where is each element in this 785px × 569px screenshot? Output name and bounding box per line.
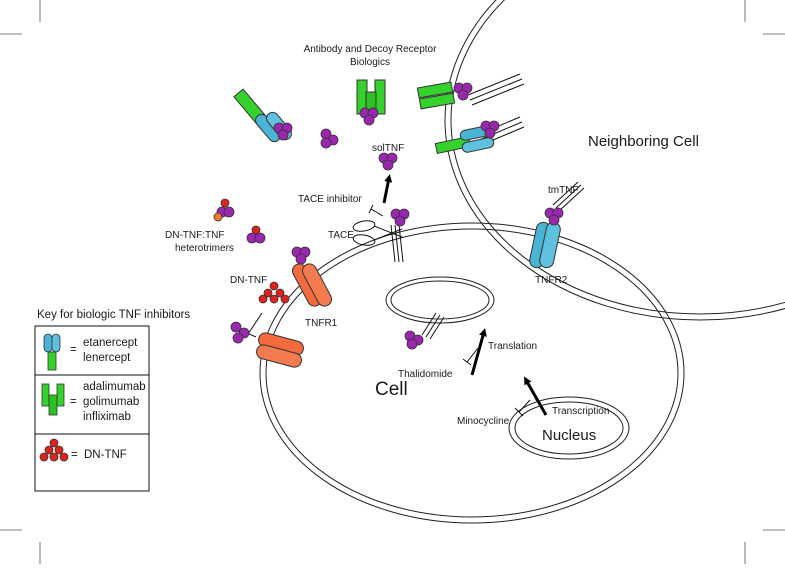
key-adalimumab: adalimumab <box>83 381 146 393</box>
key-golimumab: golimumab <box>83 396 139 408</box>
tnf-trimer-icon <box>291 246 311 265</box>
tace-label: TACE <box>328 230 354 241</box>
neighboring-cell-label: Neighboring Cell <box>588 133 699 150</box>
key-row1-eq: = <box>70 344 77 356</box>
tnf-trimer-icon <box>544 207 564 226</box>
cell-membrane <box>259 222 685 524</box>
decoy-receptor-icon <box>43 333 61 371</box>
tnfr1-receptor-lower <box>256 332 304 368</box>
tnf-trimer-icon <box>480 120 500 139</box>
biologics-title-line2: Biologics <box>350 57 390 68</box>
tnf-trimer-icon <box>320 128 339 149</box>
antibody-icon <box>41 383 65 416</box>
tmtnf-label: tmTNF <box>548 185 579 196</box>
decoy-receptor-bound-tmtnf <box>434 125 495 155</box>
organelle <box>385 276 495 324</box>
key-row3-eq: = <box>71 449 78 461</box>
tmtnf-anchors <box>390 73 585 340</box>
transcription-label: Transcription <box>552 406 609 417</box>
tnf-trimer-icon <box>390 208 410 227</box>
tnf-trimer-icon <box>359 107 379 126</box>
antibody-bound-tmtnf <box>416 81 456 110</box>
dn-tnf-icon <box>258 281 290 304</box>
minocycline-label: Minocycline <box>457 416 510 427</box>
tnf-trimer-icon <box>273 122 293 141</box>
tnfr1-label: TNFR1 <box>305 318 338 329</box>
arrows <box>382 174 548 416</box>
key-infliximab: infliximab <box>83 411 131 423</box>
tnf-trimer-icon <box>378 152 398 171</box>
antibody-free <box>356 79 386 115</box>
dn-tnf-tnf-label-line1: DN-TNF:TNF <box>165 230 224 241</box>
key-etanercept: etanercept <box>83 337 138 349</box>
key-lenercept: lenercept <box>83 352 131 364</box>
biologics-title-line1: Antibody and Decoy Receptor <box>304 44 438 55</box>
key-row2-eq: = <box>70 396 77 408</box>
tnf-trimer-icon <box>453 82 473 101</box>
tnfr2-receptor <box>529 221 561 269</box>
nucleus-membrane <box>508 396 630 460</box>
tnf-trimer-icon <box>246 232 266 244</box>
tnf-trimer-icon <box>230 321 250 344</box>
dn-tnf-molecules <box>213 198 290 304</box>
neighboring-cell-membrane <box>444 0 785 321</box>
dn-tnf-icon <box>39 438 69 462</box>
key-title: Key for biologic TNF inhibitors <box>37 309 190 321</box>
tace-inhibitor-label: TACE inhibitor <box>298 194 362 205</box>
key-dn-tnf: DN-TNF <box>84 449 127 461</box>
tnfr2-label: TNFR2 <box>535 275 568 286</box>
tnf-trimers <box>216 82 564 350</box>
dn-tnf-tnf-label-line2: heterotrimers <box>175 243 234 254</box>
tnfr1-receptor <box>291 263 333 307</box>
translation-label: Translation <box>488 341 537 352</box>
dn-tnf-label: DN-TNF <box>230 275 267 286</box>
cell-label: Cell <box>375 379 408 400</box>
tace-scissors-icon <box>352 220 403 246</box>
nucleus-label: Nucleus <box>542 427 596 444</box>
thalidomide-label: Thalidomide <box>398 369 453 380</box>
tnf-trimer-icon <box>404 330 424 350</box>
soltnf-label: solTNF <box>372 143 404 154</box>
key-box <box>34 325 150 492</box>
